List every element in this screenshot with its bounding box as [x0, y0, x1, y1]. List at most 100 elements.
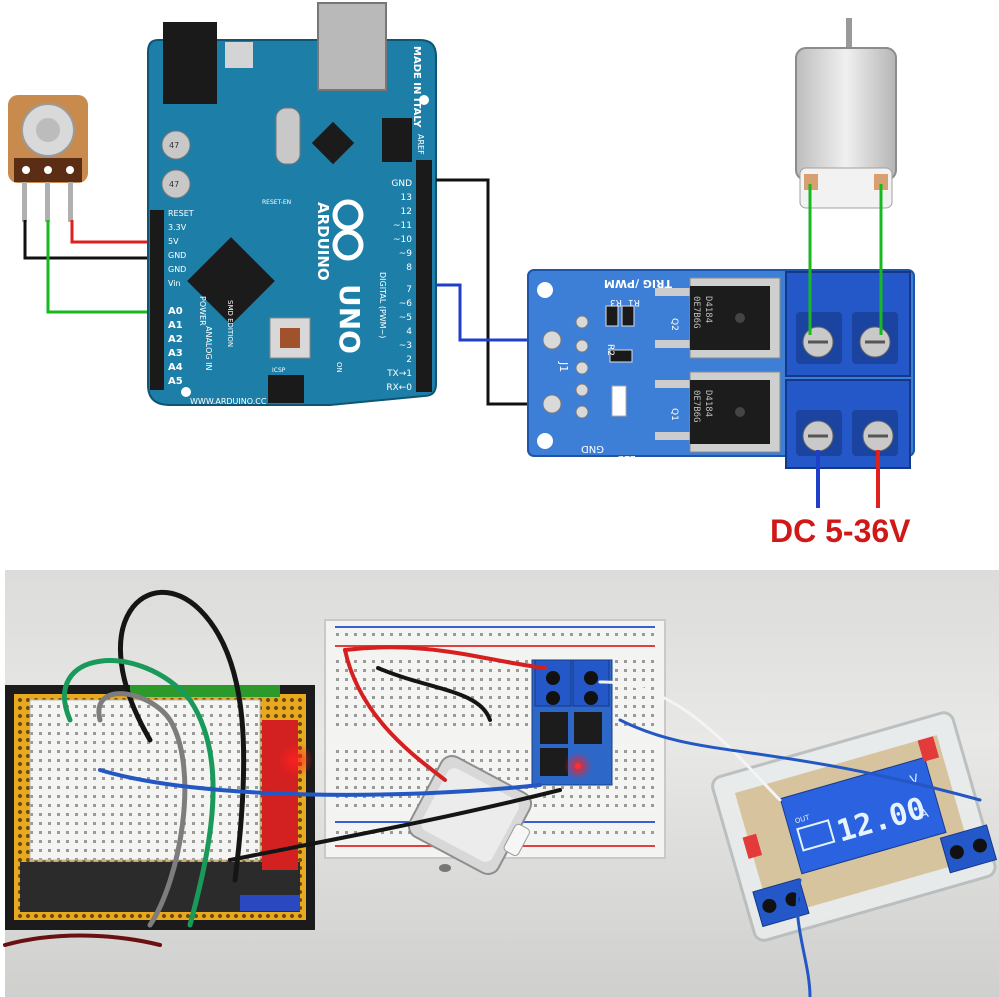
wire-green-a0: [46, 220, 150, 314]
mount-hole-2: [419, 95, 429, 105]
output-terminal-block: [785, 271, 911, 377]
made-in-label: MADE IN ITALY: [411, 46, 422, 128]
buck-button-1: [917, 736, 940, 762]
wire-blue-pwm: [436, 283, 548, 342]
pin-a2: A2: [168, 334, 183, 345]
icsp-header-bottom: [268, 375, 304, 403]
photo-wire-black-loop: [118, 589, 247, 883]
photo-buck-converter: 12.00 V A OUT: [711, 711, 998, 942]
wire-black-gnd-module: [436, 178, 548, 406]
green-header: [130, 685, 280, 697]
q2-chip-batch: 0E7B6G: [691, 296, 701, 329]
photo-wire-blue-buck: [618, 718, 982, 802]
pin-1: TX→1: [386, 369, 412, 379]
photo-shield-led-glow: [277, 742, 313, 778]
pin-10: ~10: [393, 235, 412, 245]
resistor-r2: [609, 349, 633, 363]
pin-6: ~6: [399, 299, 413, 309]
q1-chip-batch: 0E7B6G: [691, 390, 701, 423]
resistor-r1: [605, 305, 619, 327]
pin-12: 12: [401, 207, 412, 217]
power-analog-header: [150, 210, 164, 390]
blue-header: [240, 895, 300, 911]
j1-pin-gnd: [542, 394, 562, 414]
analog-pin-labels: A0 A1 A2 A3 A4 A5: [168, 306, 183, 387]
buck-button-2: [742, 833, 763, 859]
mount-hole-1: [181, 387, 191, 397]
pot-shaft: [36, 118, 60, 142]
q2-label: Q2: [669, 318, 679, 331]
usb-connector: [317, 2, 387, 91]
pin-3v3: 3.3V: [168, 223, 187, 232]
photo-module-led: [575, 763, 581, 769]
capacitor-1: [161, 130, 191, 160]
j1-label: J1: [557, 361, 570, 372]
photo-wire-blue-bottom: [795, 878, 812, 997]
power-jack: [163, 22, 217, 104]
cap-label-2: 47: [169, 180, 179, 189]
photo-wire-blue-signal: [98, 768, 542, 797]
photo-arduino-shield: [5, 685, 315, 930]
pin-4: 4: [406, 327, 412, 337]
digital-pin-labels: GND 13 12 ~11 ~10 ~9 8 7 ~6 ~5 4 ~3 2 TX…: [386, 179, 412, 393]
supply-voltage-label: DC 5-36V: [770, 513, 911, 549]
photo-wire-red-top: [343, 645, 547, 670]
pin-a3: A3: [168, 348, 183, 359]
motor-shaft: [846, 18, 852, 50]
wire-red-5v: [70, 220, 150, 244]
motor-terminal-1: [804, 174, 818, 190]
pin-a5: A5: [168, 376, 183, 387]
pin-gnd-1: GND: [168, 251, 186, 260]
arduino-url: WWW.ARDUINO.CC: [190, 397, 267, 406]
aref-label: AREF: [416, 134, 425, 155]
pot-pin-2: [45, 182, 50, 222]
pin-2: 2: [406, 355, 412, 365]
pin-a1: A1: [168, 320, 183, 331]
photo-mosfet-module: [531, 659, 613, 786]
usb-chip: [311, 121, 355, 165]
motor-endcap: [799, 167, 893, 209]
pin-7: 7: [406, 285, 412, 295]
pot-pin-3: [68, 182, 73, 222]
reset-en-label: RESET-EN: [262, 199, 291, 206]
motor-terminal-2: [874, 174, 888, 190]
photo-panel: 12.00 V A OUT: [3, 570, 999, 997]
schematic-diagram: 47 47 RESET 3.3V 5V GND GND Vin: [8, 2, 915, 549]
buck-input-terminal: [752, 878, 810, 928]
pin-0: RX←0: [386, 383, 412, 393]
atmega-chip: [187, 237, 275, 325]
smd-edition-label: SMD EDITION: [226, 300, 234, 347]
regulator: [225, 42, 253, 68]
pin-3: ~3: [399, 341, 412, 351]
trig-pwm-label: TRIG /PWM: [604, 277, 672, 290]
photo-wire-grey-loop: [96, 691, 188, 928]
pin-a4: A4: [168, 362, 183, 373]
arduino-brand: ARDUINO: [314, 202, 332, 281]
icsp-header-top: [382, 118, 412, 162]
pin-5v: 5V: [168, 237, 179, 246]
photo-wire-black-motor: [376, 666, 492, 722]
photo-wire-white: [598, 680, 782, 802]
pin-8: 8: [406, 263, 412, 273]
module-hole-1: [537, 282, 553, 298]
r3-label: R3: [610, 297, 622, 307]
crystal: [275, 107, 301, 165]
lcd-battery-icon: [796, 819, 836, 852]
pot-pin-1: [22, 182, 27, 222]
photo-wire-green-loop: [62, 658, 216, 928]
pin-vin: Vin: [168, 279, 181, 288]
dc-motor: [795, 18, 897, 209]
arduino-uno-board: 47 47 RESET 3.3V 5V GND GND Vin: [147, 2, 437, 406]
r1-label: R1: [628, 297, 640, 307]
pin-5: ~5: [399, 313, 412, 323]
wire-black-gnd: [23, 220, 150, 260]
power-section-label: POWER: [198, 296, 207, 326]
module-hole-2: [537, 433, 553, 449]
resistor-r3: [621, 305, 635, 327]
photo-wire-red-motor: [343, 648, 447, 782]
lcd-out-label: OUT: [794, 813, 811, 825]
power-pin-labels: RESET 3.3V 5V GND GND Vin: [168, 209, 194, 288]
on-label: ON: [335, 362, 343, 373]
